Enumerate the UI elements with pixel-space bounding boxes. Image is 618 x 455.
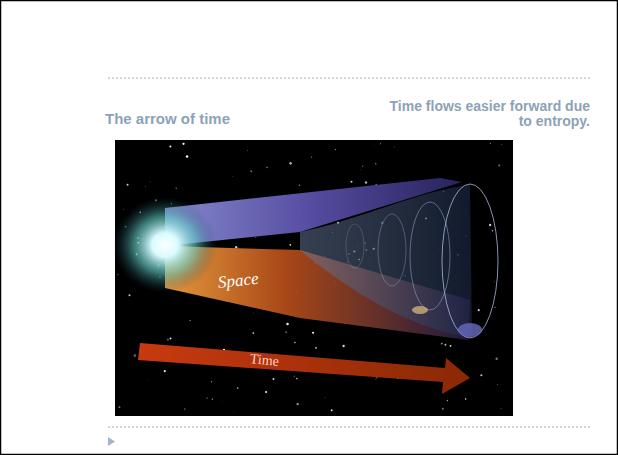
axis-label: Space: [217, 269, 259, 293]
rule-line: [108, 427, 592, 428]
slide-subtitle: Time flows easier forward due to entropy…: [380, 99, 590, 129]
timeline-illustration: [113, 140, 513, 416]
axis-label: Time: [249, 351, 280, 370]
bullet-marker: [108, 437, 115, 446]
rule-line: [108, 78, 592, 79]
slide-title: The arrow of time: [105, 110, 230, 127]
